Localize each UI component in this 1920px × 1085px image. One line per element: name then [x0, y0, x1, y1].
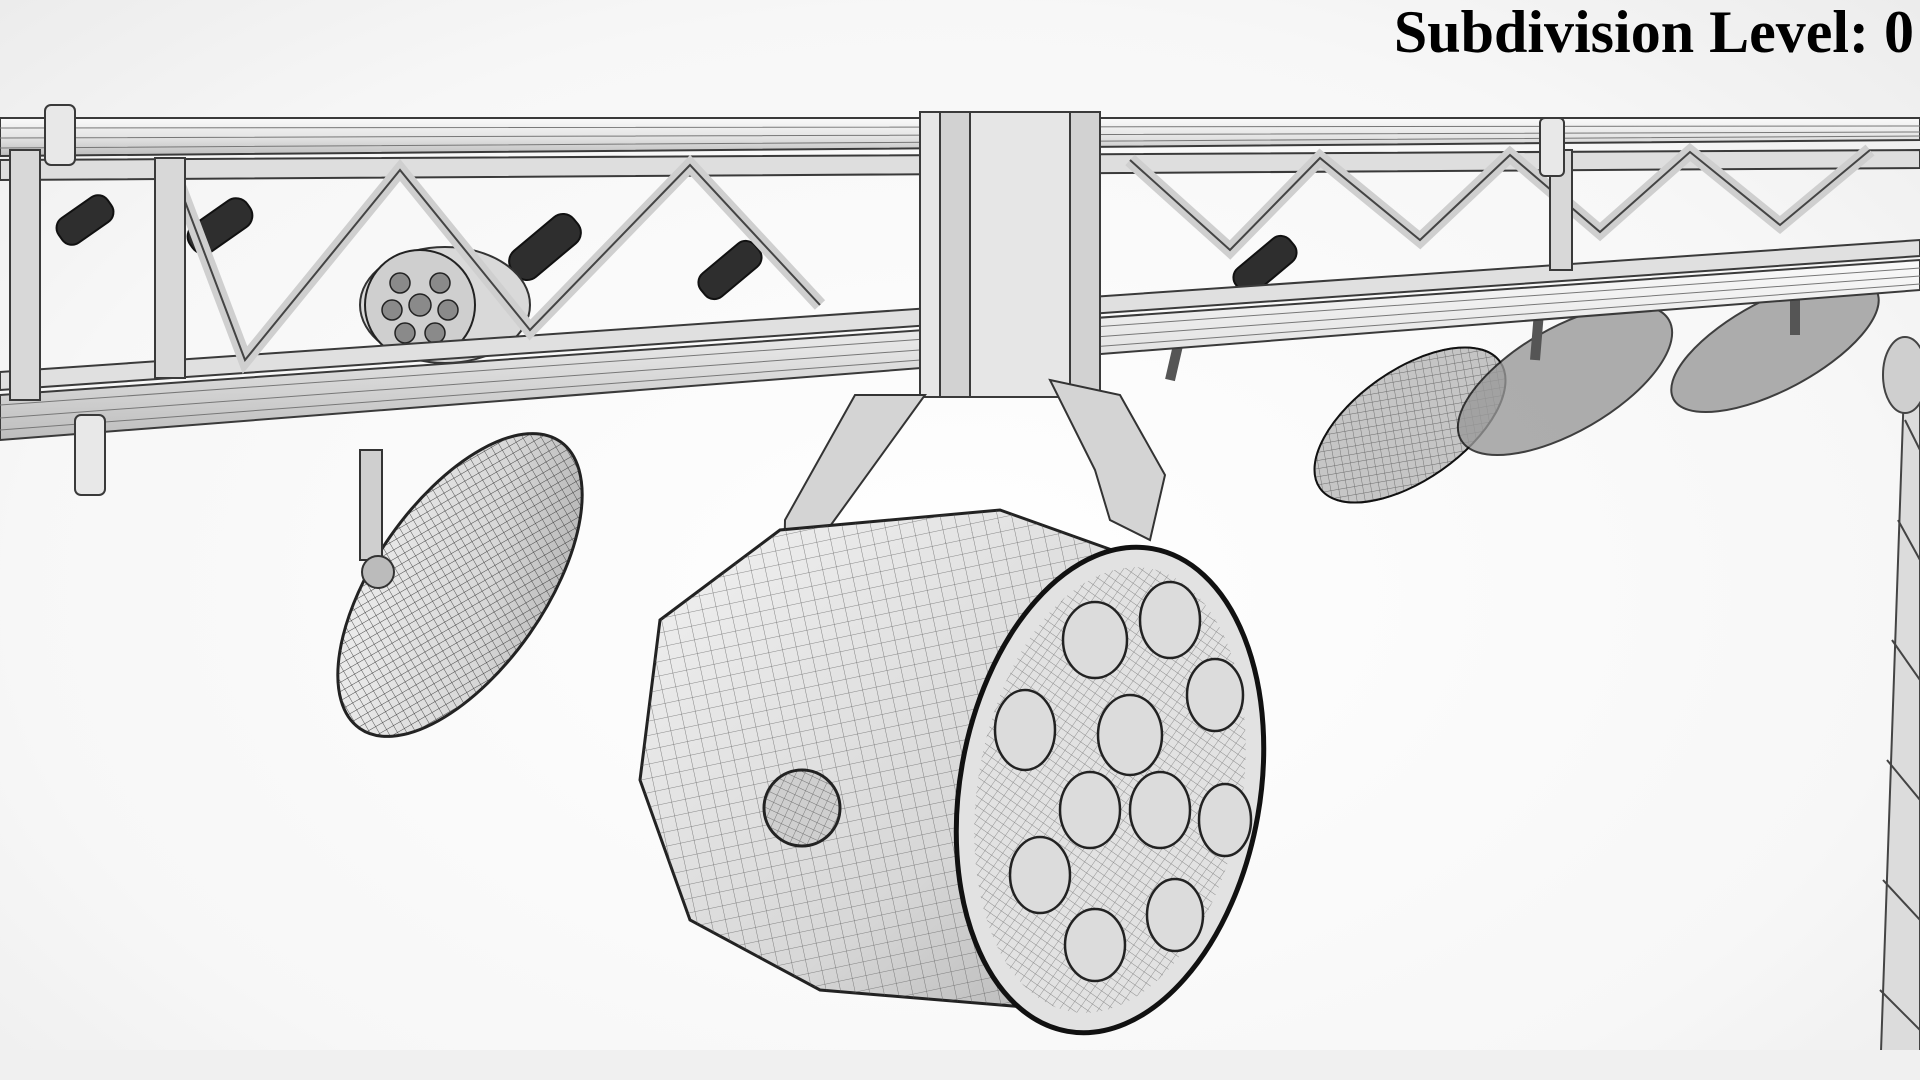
main-par-light: [638, 378, 1267, 1036]
side-par-lights: [1165, 276, 1880, 504]
subdivision-level-label: Subdivision Level: 0: [1394, 0, 1914, 64]
subdivision-level-value: 0: [1884, 0, 1914, 65]
lens-array: [993, 580, 1253, 983]
floor-shadow: [0, 1050, 1920, 1080]
subdivision-label-text: Subdivision Level:: [1393, 0, 1884, 65]
back-par-lights: [55, 194, 1298, 301]
tower-truss: [1878, 336, 1920, 1081]
truss-frame: [0, 104, 1920, 496]
left-par-light: [336, 432, 584, 738]
